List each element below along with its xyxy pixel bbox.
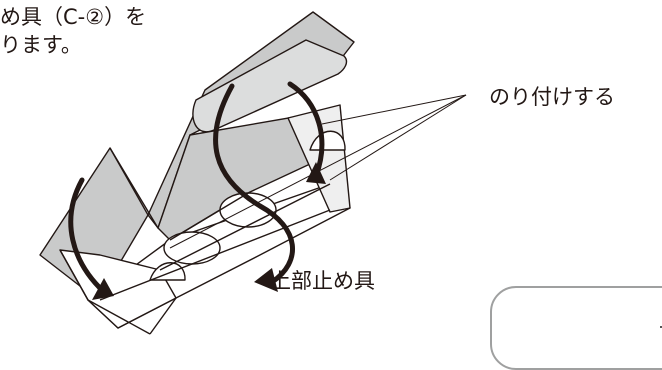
arrowhead-right (306, 162, 326, 184)
rounded-callout-panel (490, 286, 662, 370)
arrow-left-fold (68, 177, 107, 295)
arrow-center-s (213, 83, 295, 285)
arrowhead-left (92, 278, 114, 300)
arrowhead-center (254, 268, 278, 292)
stopper-right (309, 130, 346, 151)
top-stopper-label: 上部止め具 (270, 269, 375, 293)
instruction-line-1: め具（C-②）を (0, 5, 147, 29)
glue-label: のり付けする (489, 85, 615, 109)
corner-mark (660, 326, 662, 328)
arrow-right-fold (287, 81, 325, 179)
lid-flap (192, 39, 348, 133)
assembly-diagram (39, 11, 467, 335)
instruction-line-2: ります。 (0, 33, 82, 57)
